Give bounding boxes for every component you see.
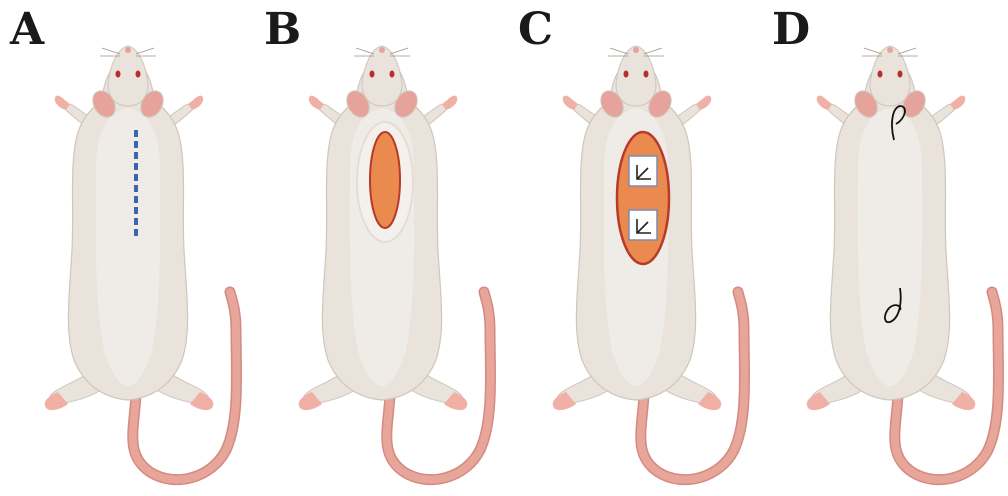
head xyxy=(616,46,656,106)
panel-label: D xyxy=(772,8,810,52)
panel-c: C xyxy=(508,0,760,496)
belly xyxy=(96,108,160,386)
panel-label: C xyxy=(518,8,553,52)
implant-square xyxy=(629,156,657,186)
implant-square xyxy=(629,210,657,240)
implant xyxy=(629,156,657,186)
right-eye xyxy=(136,71,141,78)
nose xyxy=(125,47,131,53)
incision-dash xyxy=(134,163,138,170)
incision-dash xyxy=(134,141,138,148)
nose xyxy=(633,47,639,53)
panel-b: B xyxy=(254,0,506,496)
panel-a: A xyxy=(0,0,252,496)
incision-dash xyxy=(134,130,138,137)
incision-dash xyxy=(134,196,138,203)
right-eye xyxy=(390,71,395,78)
panel-d: D xyxy=(762,0,1008,496)
head xyxy=(108,46,148,106)
incision-dash xyxy=(134,207,138,214)
right-eye xyxy=(644,71,649,78)
incision-dash xyxy=(134,229,138,236)
right-eye xyxy=(898,71,903,78)
left-eye xyxy=(624,71,629,78)
panel-label: B xyxy=(264,8,301,52)
rat-illustration xyxy=(0,0,252,496)
head xyxy=(870,46,910,106)
incision-wound xyxy=(370,132,400,228)
head xyxy=(362,46,402,106)
left-eye xyxy=(878,71,883,78)
implant xyxy=(629,210,657,240)
rat-illustration xyxy=(508,0,760,496)
rat-illustration xyxy=(254,0,506,496)
incision-dash xyxy=(134,218,138,225)
panel-label: A xyxy=(10,8,44,52)
incision-dash xyxy=(134,152,138,159)
nose xyxy=(379,47,385,53)
rat-illustration xyxy=(762,0,1008,496)
nose xyxy=(887,47,893,53)
left-eye xyxy=(116,71,121,78)
left-eye xyxy=(370,71,375,78)
incision-dash xyxy=(134,174,138,181)
incision-wound xyxy=(617,132,669,264)
belly xyxy=(858,108,922,386)
incision-dash xyxy=(134,185,138,192)
